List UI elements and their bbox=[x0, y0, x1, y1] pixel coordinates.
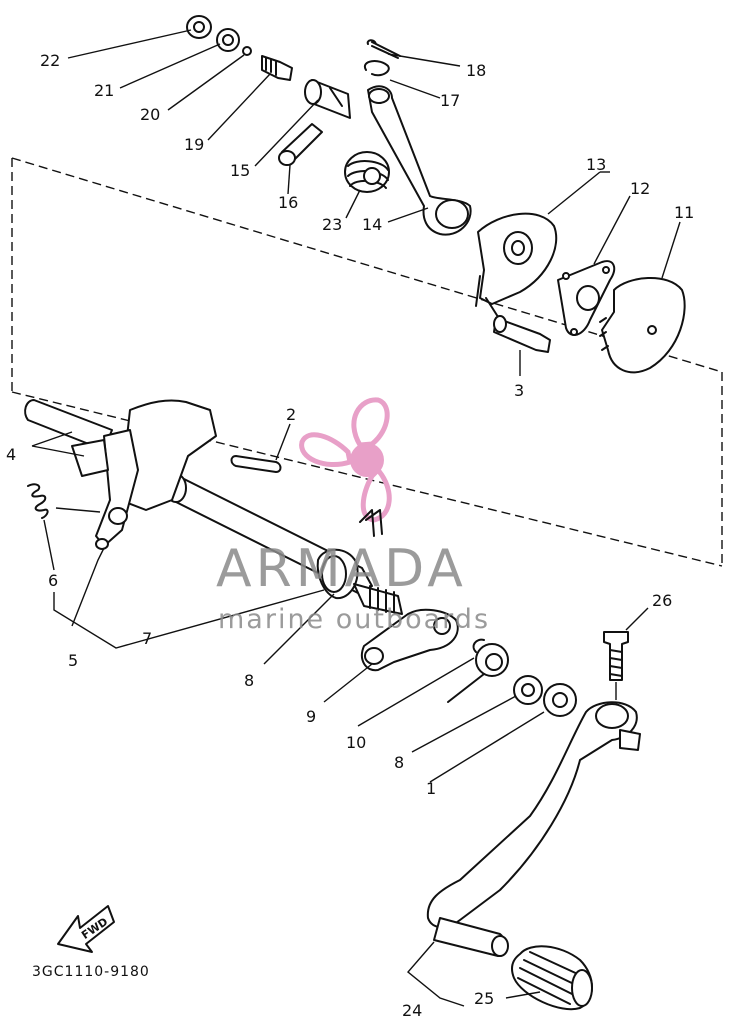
label-10: 10 bbox=[346, 733, 366, 752]
part-10-spring bbox=[447, 638, 509, 703]
label-8-lower: 8 bbox=[394, 753, 404, 772]
part-14-shift-arm bbox=[367, 85, 472, 236]
label-16: 16 bbox=[278, 193, 298, 212]
part-8-washer bbox=[513, 675, 543, 705]
label-4: 4 bbox=[6, 445, 16, 464]
label-7: 7 bbox=[142, 629, 152, 648]
part-1-bushing bbox=[543, 683, 577, 717]
label-5: 5 bbox=[68, 651, 78, 670]
leader-lines bbox=[31, 29, 681, 1007]
label-20: 20 bbox=[140, 105, 160, 124]
part-25-pedal-rubber bbox=[511, 945, 593, 1011]
part-24-shift-pedal bbox=[426, 701, 641, 957]
part-labels: 22 21 20 19 15 16 23 14 17 18 13 12 11 3… bbox=[6, 51, 694, 1020]
part-15-collar bbox=[304, 79, 351, 119]
label-24: 24 bbox=[402, 1001, 422, 1020]
label-26: 26 bbox=[652, 591, 672, 610]
label-9: 9 bbox=[306, 707, 316, 726]
label-8-upper: 8 bbox=[244, 671, 254, 690]
label-22: 22 bbox=[40, 51, 60, 70]
part-2-dowel bbox=[230, 455, 282, 473]
label-23: 23 bbox=[322, 215, 342, 234]
label-11: 11 bbox=[674, 203, 694, 222]
part-26-bolt bbox=[603, 631, 629, 681]
part-16-pin bbox=[278, 123, 323, 166]
watermark-logo bbox=[299, 397, 392, 523]
part-13-plate bbox=[475, 212, 558, 321]
part-8-seal bbox=[321, 555, 347, 593]
label-3: 3 bbox=[514, 381, 524, 400]
part-20-ring bbox=[242, 46, 252, 56]
part-21-washer bbox=[216, 28, 240, 52]
fwd-arrow: FWD bbox=[57, 905, 115, 953]
part-19-bolt bbox=[261, 55, 293, 81]
watermark-tagline: marine outboards bbox=[218, 604, 490, 635]
label-25: 25 bbox=[474, 989, 494, 1008]
part-18-cotter-pin bbox=[366, 39, 401, 59]
part-6-spring bbox=[27, 483, 49, 519]
label-17: 17 bbox=[440, 91, 460, 110]
label-18: 18 bbox=[466, 61, 486, 80]
part-12-plate bbox=[557, 260, 616, 336]
watermark-name: ARMADA bbox=[216, 539, 467, 599]
label-1: 1 bbox=[426, 779, 436, 798]
label-15: 15 bbox=[230, 161, 250, 180]
label-19: 19 bbox=[184, 135, 204, 154]
label-6: 6 bbox=[48, 571, 58, 590]
label-14: 14 bbox=[362, 215, 382, 234]
label-12: 12 bbox=[630, 179, 650, 198]
part-3-bolt bbox=[493, 315, 551, 353]
label-13: 13 bbox=[586, 155, 606, 174]
part-17-circlip bbox=[363, 60, 390, 77]
label-2: 2 bbox=[286, 405, 296, 424]
part-23-spring bbox=[344, 151, 390, 193]
label-21: 21 bbox=[94, 81, 114, 100]
part-22-nut bbox=[186, 15, 212, 39]
part-9-lever bbox=[360, 608, 459, 672]
diagram-code: 3GC1110-9180 bbox=[32, 964, 150, 980]
part-11-cam bbox=[599, 277, 686, 374]
